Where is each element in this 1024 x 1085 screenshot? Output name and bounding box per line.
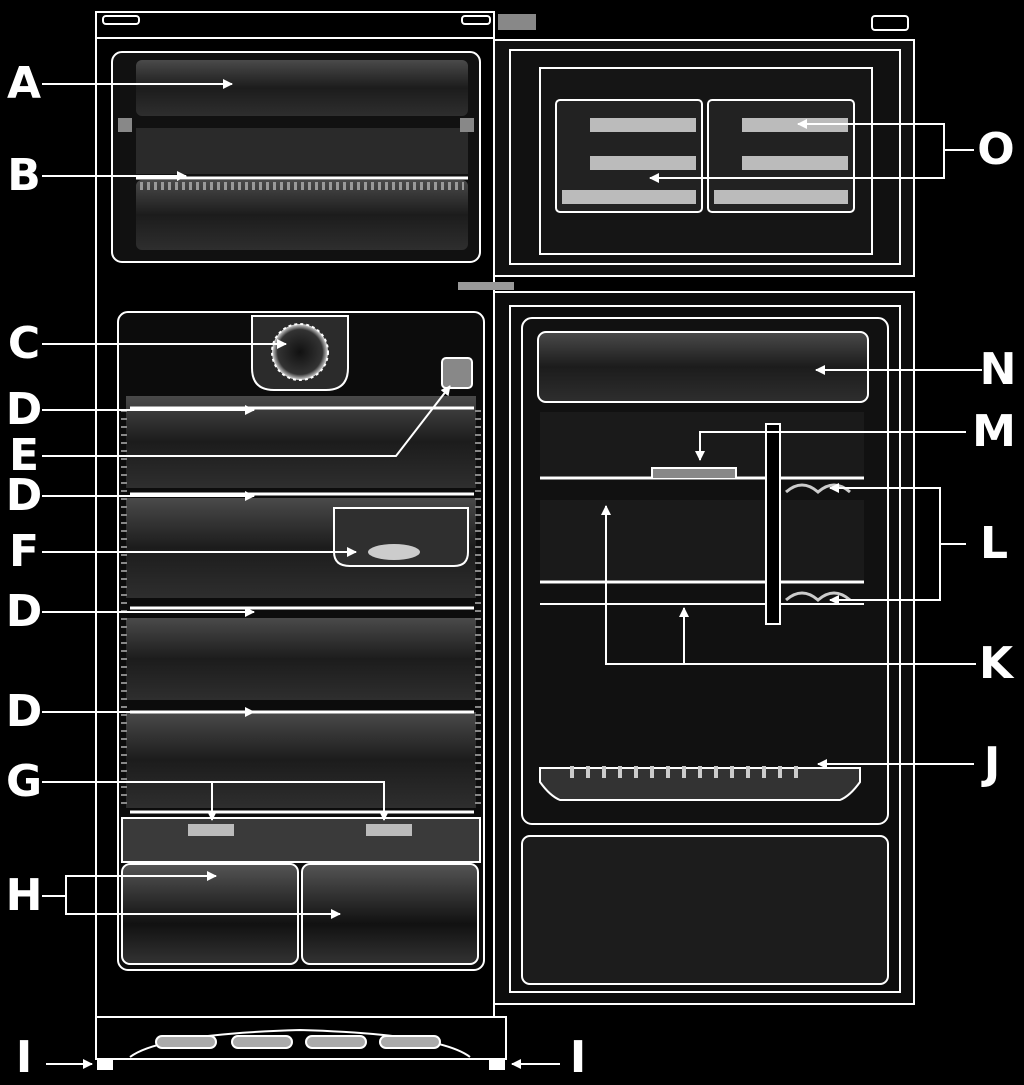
label-c: C xyxy=(7,318,41,369)
freezer-compartment xyxy=(111,51,481,263)
label-d-shelf-1: D xyxy=(5,384,43,435)
label-f: F xyxy=(8,526,40,577)
freezer-door xyxy=(493,14,915,277)
label-i-right: I xyxy=(569,1032,587,1083)
label-m: M xyxy=(972,406,1016,457)
label-b: B xyxy=(7,150,41,201)
label-g: G xyxy=(5,756,43,807)
label-d-shelf-3: D xyxy=(5,586,43,637)
label-a: A xyxy=(6,58,42,109)
label-l: L xyxy=(979,518,1009,569)
callout-lines xyxy=(42,79,982,1069)
label-o: O xyxy=(977,124,1015,175)
refrigerator-door xyxy=(493,291,915,1005)
label-k: K xyxy=(978,638,1014,689)
cabinet xyxy=(95,11,507,1070)
label-n: N xyxy=(979,344,1017,395)
label-i-left: I xyxy=(15,1032,33,1083)
label-j: J xyxy=(983,738,1001,789)
label-e: E xyxy=(8,430,40,481)
label-h: H xyxy=(5,870,43,921)
label-d-shelf-2: D xyxy=(5,470,43,521)
label-d-shelf-4: D xyxy=(5,686,43,737)
hinge xyxy=(458,282,514,290)
